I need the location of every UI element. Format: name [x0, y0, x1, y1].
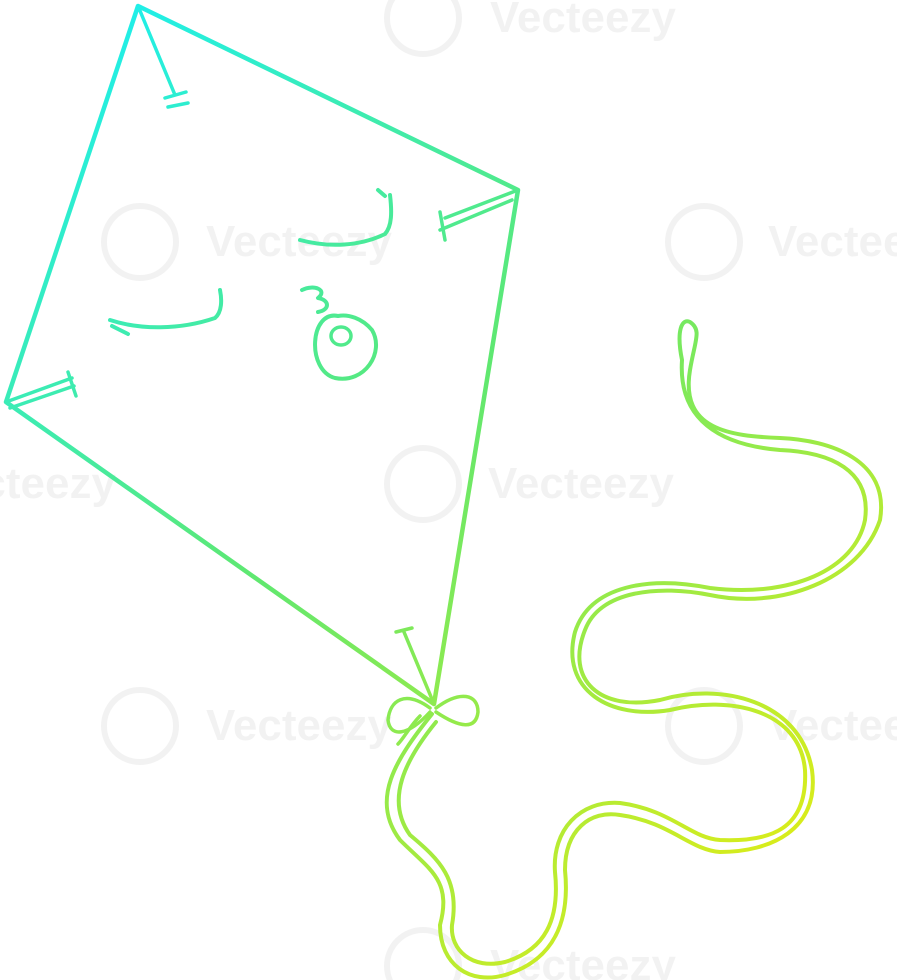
watermark-text: Vecteezy — [490, 941, 676, 980]
kite-face — [108, 188, 394, 381]
watermark-text: Vecteezy — [206, 701, 392, 750]
left-eye — [108, 288, 224, 330]
watermark-text: Vecteezy — [488, 459, 674, 508]
watermark-text: Vecteezy — [768, 217, 897, 266]
mouth-inner — [329, 325, 353, 347]
watermark-text: Vecteezy — [490, 0, 676, 42]
kite-tail — [384, 319, 884, 980]
kite-frame — [3, 3, 521, 707]
watermark-logo-icon — [101, 0, 743, 980]
corner-braces — [4, 4, 520, 706]
mouth — [300, 285, 379, 381]
right-eye — [298, 193, 394, 247]
watermark-text: Vecteezy — [768, 701, 897, 750]
kite-bow — [386, 694, 480, 746]
